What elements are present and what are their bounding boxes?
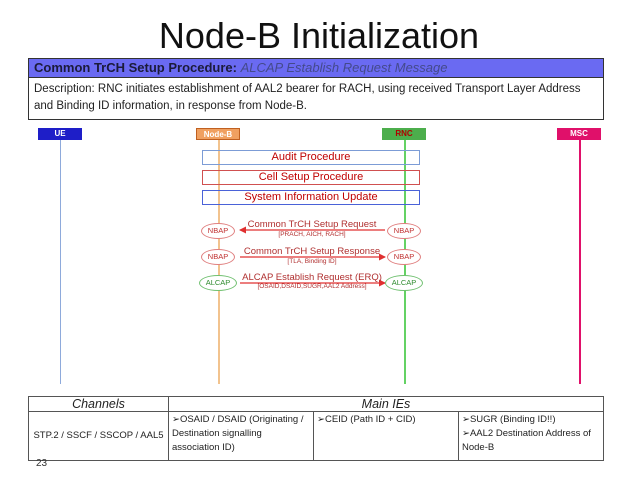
nbap-label-rnc: NBAP <box>387 223 421 239</box>
message-params: [TLA, Binding ID] <box>287 258 337 265</box>
entity-rnc: RNC <box>382 128 426 140</box>
message-params: [OSAID,DSAID,SUGR,AAL2 Address] <box>257 283 367 290</box>
message-label: ALCAP Establish Request (ERQ) <box>242 272 382 283</box>
slide-title: Node-B Initialization <box>158 15 480 56</box>
message-name: ALCAP Establish Request Message <box>240 60 448 75</box>
procedure-header: Common TrCH Setup Procedure: ALCAP Estab… <box>28 58 604 78</box>
ie-sugr: ➢SUGR (Binding ID!!) <box>462 414 556 425</box>
nbap-label-nodeb: NBAP <box>201 223 235 239</box>
ue-lifeline <box>60 140 61 384</box>
ie-aal2-address: ➢AAL2 Destination Address of Node-B <box>462 428 591 453</box>
alcap-label-nodeb: ALCAP <box>199 275 237 291</box>
alcap-label-rnc: ALCAP <box>385 275 423 291</box>
ie-osaid-dsaid: ➢OSAID / DSAID (Originating / Destinatio… <box>168 411 314 461</box>
channels-header: Channels <box>28 396 169 412</box>
system-information-update-box: System Information Update <box>202 190 420 205</box>
audit-procedure-box: Audit Procedure <box>202 150 420 165</box>
main-ies-table: Channels Main IEs STP.2 / SSCF / SSCOP /… <box>28 396 604 461</box>
message-params: [PRACH, AICH, RACH] <box>278 231 346 238</box>
message-label: Common TrCH Setup Response <box>243 246 381 257</box>
message-label: Common TrCH Setup Request <box>247 219 377 230</box>
ie-ceid: ➢CEID (Path ID + CID) <box>313 411 459 461</box>
msc-lifeline <box>579 140 581 384</box>
procedure-description: Description: RNC initiates establishment… <box>28 78 604 120</box>
page-number: 23 <box>36 458 48 469</box>
cell-setup-procedure-box: Cell Setup Procedure <box>202 170 420 185</box>
entity-ue: UE <box>38 128 82 140</box>
main-ies-header: Main IEs <box>168 396 604 412</box>
channels-cell: STP.2 / SSCF / SSCOP / AAL5 <box>28 411 169 461</box>
nbap-label-rnc: NBAP <box>387 249 421 265</box>
entity-node-b: Node-B <box>196 128 240 140</box>
entity-msc: MSC <box>557 128 601 140</box>
ie-sugr-aal2: ➢SUGR (Binding ID!!) ➢AAL2 Destination Ad… <box>458 411 604 461</box>
procedure-name: Common TrCH Setup Procedure: <box>34 60 237 75</box>
nbap-label-nodeb: NBAP <box>201 249 235 265</box>
